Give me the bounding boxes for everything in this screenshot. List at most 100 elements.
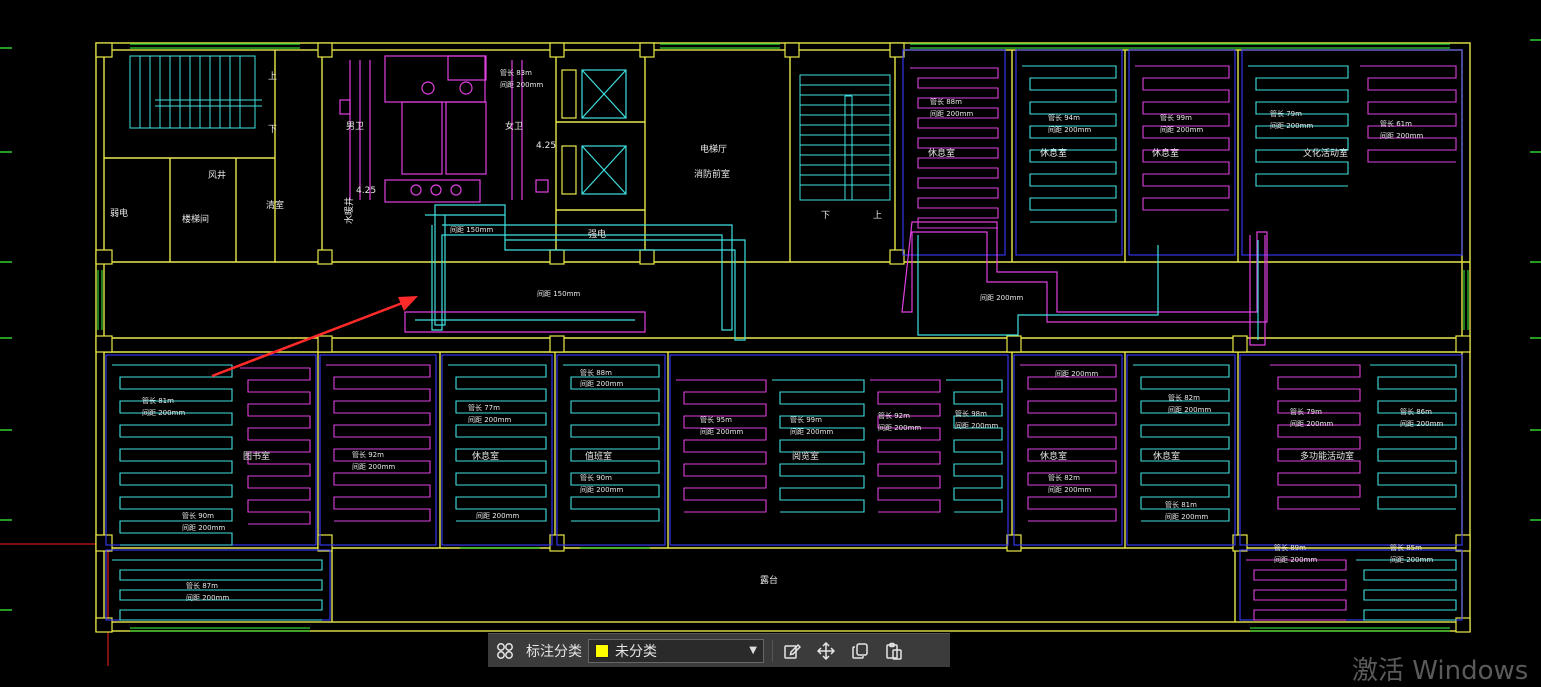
pipe-label: 管长 81m [1165,500,1197,509]
pipe-zones-bottom [105,354,1463,621]
copy-icon[interactable] [843,634,877,667]
pipe-label: 管长 88m [930,97,962,106]
pipe-label: 间距 200mm [1400,420,1443,428]
corridor-pipes [404,204,1268,346]
pipe-label: 间距 200mm [980,294,1023,302]
pipe-label: 管长 77m [468,403,500,412]
stair-up-2-label: 上 [873,210,882,221]
pipe-label: 间距 200mm [1048,126,1091,134]
crosshair [0,543,109,666]
pipe-label: 间距 200mm [1048,486,1091,494]
grid-icon[interactable] [488,634,522,667]
strong-elec-label: 强电 [588,228,606,240]
elevators [561,69,627,195]
pipe-label: 管长 83m [500,68,532,77]
pipe-label: 管长 92m [878,411,910,420]
pipe-label: 间距 200mm [1168,406,1211,414]
terrace-label: 露台 [760,574,778,586]
pipe-label: 间距 200mm [1274,556,1317,564]
columns [95,42,1471,633]
pipe-label: 管长 79m [1290,407,1322,416]
water-room-label: 水暖井 [343,197,355,224]
pipe-label: 间距 200mm [580,380,623,388]
pipe-label: 管长 85m [1390,543,1422,552]
pipe-label: 间距 200mm [580,486,623,494]
stair-down-2-label: 下 [821,211,830,221]
pipe-label: 间距 200mm [186,594,229,602]
red-arrow-annotation [211,296,418,378]
pipe-label: 管长 94m [1048,113,1080,122]
annotate-category-label: 标注分类 [526,643,582,660]
rest-3-label: 休息室 [1152,147,1179,159]
pipe-label: 管长 82m [1048,473,1080,482]
category-value: 未分类 [615,643,657,660]
pipe-label: 间距 200mm [1165,513,1208,521]
pipe-label: 间距 200mm [500,81,543,89]
margin-ticks [0,39,1541,611]
pipe-label: 间距 150mm [537,290,580,298]
pipe-label: 管长 82m [1168,393,1200,402]
elevator-hall-label: 电梯厅 [700,143,727,155]
weak-elec-label: 弱电 [110,207,128,219]
paste-icon[interactable] [877,634,911,667]
toilets [339,55,549,203]
pipe-label: 间距 200mm [1270,122,1313,130]
clean-room-label: 清室 [266,199,284,211]
dim-label-2: 4.25 [356,186,376,196]
annotation-toolbar: 标注分类 未分类 ▼ [488,633,950,667]
rest-1-label: 休息室 [928,147,955,159]
pipe-label: 间距 200mm [878,424,921,432]
edit-icon[interactable] [775,634,809,667]
pipe-label: 管长 81m [142,396,174,405]
rest-5-label: 休息室 [1040,450,1067,462]
pipe-label: 间距 200mm [476,512,519,520]
pipe-label: 管长 98m [955,409,987,418]
stair-down-1-label: 下 [268,125,277,135]
library-label: 图书室 [243,450,270,462]
pipe-label: 间距 200mm [700,428,743,436]
pipe-label: 间距 200mm [930,110,973,118]
pipe-label: 管长 88m [580,368,612,377]
pipe-label: 间距 200mm [352,463,395,471]
duty-room-label: 值班室 [585,450,612,462]
pipe-label: 管长 87m [186,581,218,590]
pipe-label: 间距 150mm [450,226,493,234]
pipe-label: 管长 61m [1380,119,1412,128]
pipe-label: 管长 95m [700,415,732,424]
cad-floor-plan[interactable]: 上 下 弱电 楼梯间 风井 清室 男卫 女卫 水暖井 电梯厅 消防前室 强电 下… [0,0,1541,666]
pipe-label: 管长 86m [1400,407,1432,416]
reading-label: 阅览室 [792,450,819,462]
male-wc-label: 男卫 [346,121,364,132]
pipe-zones-top [902,49,1463,256]
pipe-label: 管长 90m [182,511,214,520]
rest-4-label: 休息室 [472,450,499,462]
pipe-labels: 管长 83m 间距 200mm 管长 88m 间距 200mm 管长 94m 间… [142,68,1443,602]
pipe-label: 间距 200mm [790,428,833,436]
pipe-label: 管长 92m [352,450,384,459]
rest-2-label: 休息室 [1040,147,1067,159]
stair-right [799,74,891,201]
pipe-label: 间距 200mm [1390,556,1433,564]
stair-left [129,55,262,129]
pipe-label: 间距 200mm [1290,420,1333,428]
dim-label-1: 4.25 [536,141,556,151]
room-labels: 上 下 弱电 楼梯间 风井 清室 男卫 女卫 水暖井 电梯厅 消防前室 强电 下… [110,71,1354,586]
pipe-label: 间距 200mm [955,422,998,430]
pipe-label: 间距 200mm [142,409,185,417]
chevron-down-icon: ▼ [749,645,757,656]
pipe-label: 管长 99m [790,415,822,424]
pipe-label: 管长 90m [580,473,612,482]
category-dropdown[interactable]: 未分类 ▼ [588,638,764,663]
windows-activation-watermark: 激活 Windows [1352,656,1529,686]
pipe-label: 间距 200mm [1380,132,1423,140]
stairwell-label: 楼梯间 [182,213,209,225]
pipe-label: 间距 200mm [1160,126,1203,134]
windows [97,43,1469,632]
category-color-swatch [595,643,609,658]
pipe-label: 管长 99m [1160,113,1192,122]
pipe-label: 间距 200mm [468,416,511,424]
walls [95,42,1471,632]
toolbar-divider [772,639,773,662]
multi-activity-label: 多功能活动室 [1300,450,1354,462]
move-icon[interactable] [809,634,843,667]
